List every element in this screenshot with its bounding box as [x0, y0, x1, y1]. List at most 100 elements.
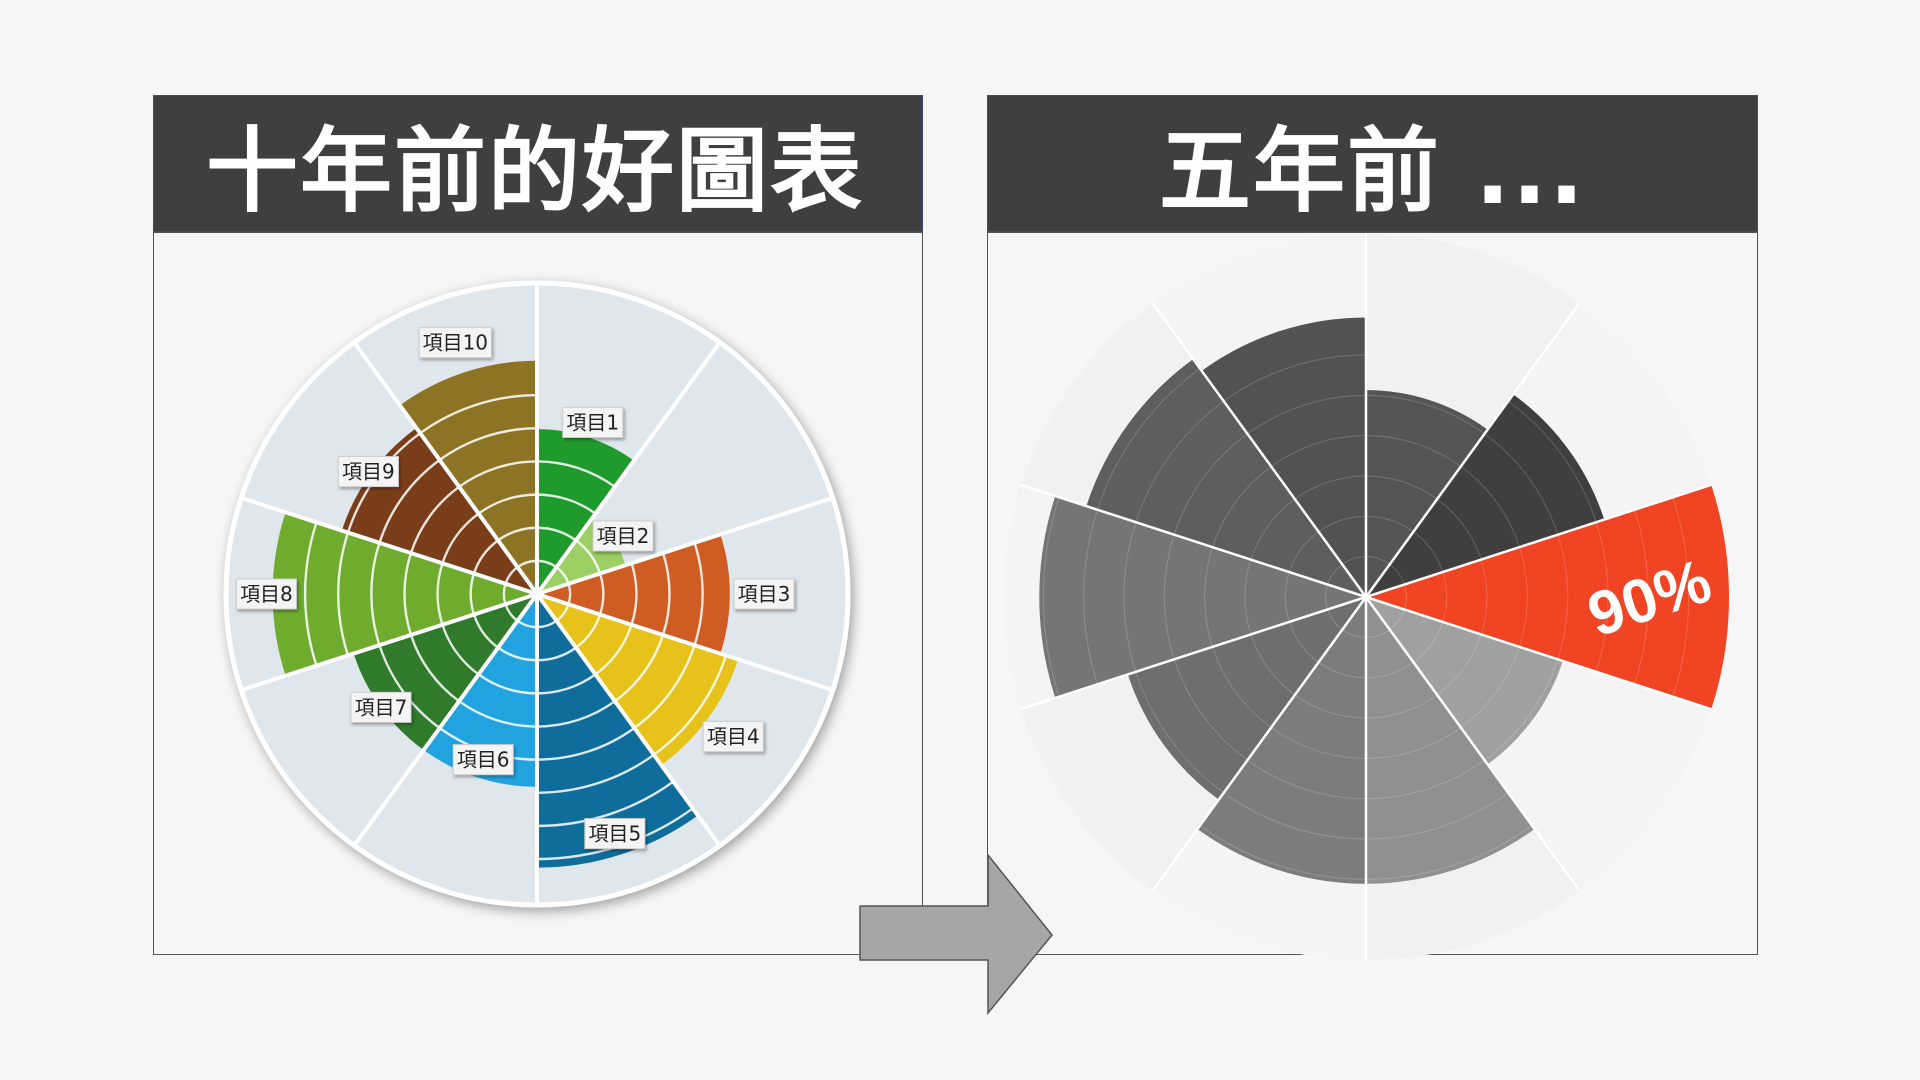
left-ring-line [536, 526, 577, 542]
left-ring-line [458, 460, 538, 488]
left-slice-3 [537, 534, 730, 654]
left-label-7: 項目7 [350, 691, 412, 723]
left-ring-line [536, 646, 577, 662]
svg-text:項目4: 項目4 [707, 725, 760, 749]
right-slice-10 [1201, 317, 1366, 597]
right-slice-6 [1197, 597, 1366, 884]
left-ring-line [409, 634, 460, 703]
left-divider-line [536, 592, 834, 693]
right-slice-2 [1366, 394, 1605, 597]
right-ring-line [1460, 466, 1520, 548]
left-divider-line [352, 592, 539, 847]
right-ring-line [1288, 621, 1319, 663]
left-label-6: 項目6 [452, 744, 514, 776]
left-ring-line [653, 655, 728, 756]
right-ring-line [1212, 646, 1272, 728]
right-ring-line [1365, 694, 1438, 719]
left-ring-line [497, 526, 538, 542]
right-ring-line [1288, 531, 1319, 573]
left-ring-line [477, 493, 538, 515]
right-ring-line [1042, 497, 1060, 697]
left-slice-1 [537, 429, 634, 594]
right-ring-line [1595, 522, 1609, 672]
left-ring-line [438, 427, 538, 461]
right-ring-line [1247, 759, 1367, 800]
left-divider-line [240, 592, 538, 693]
left-label-1: 項目1 [562, 406, 624, 438]
right-ring-line [1436, 634, 1482, 696]
left-divider-line [535, 592, 722, 847]
right-slice-1 [1366, 390, 1488, 597]
right-ring-line [1365, 475, 1438, 500]
left-ring-line [594, 624, 633, 676]
left-panel-title: 十年前的好圖表 [153, 95, 923, 232]
left-ring-line [458, 700, 538, 728]
right-ring-line [1365, 759, 1485, 800]
right-panel-title: 五年前 ... [987, 95, 1758, 232]
right-slice-7 [1127, 597, 1366, 800]
right-divider-line [1365, 595, 1712, 711]
left-ring-line [661, 552, 671, 636]
left-slice-6 [423, 594, 537, 787]
right-ring-line [1318, 661, 1367, 679]
right-center-dot [1363, 594, 1369, 600]
right-ring-line [1413, 621, 1444, 663]
right-slice-9 [1086, 359, 1366, 597]
left-slice-10 [399, 360, 537, 594]
left-ring-line [419, 394, 538, 435]
left-ring-line [472, 614, 499, 649]
right-ring-line [1223, 792, 1367, 840]
svg-text:項目5: 項目5 [588, 822, 641, 846]
right-ring-line [1365, 435, 1462, 467]
right-divider-line [1151, 596, 1368, 892]
left-ring-line [497, 646, 538, 662]
left-ring-line [441, 624, 480, 676]
left-label-4: 項目4 [702, 721, 764, 753]
right-ring-line [1672, 497, 1690, 697]
left-ring-line [441, 512, 480, 564]
left-ring-line [614, 634, 665, 703]
svg-text:項目10: 項目10 [423, 331, 488, 355]
right-divider-line [1020, 483, 1367, 599]
svg-text:項目6: 項目6 [457, 748, 510, 772]
left-ring-line [630, 562, 638, 626]
right-ring-line [1247, 394, 1367, 435]
right-ring-line [1173, 433, 1248, 535]
right-divider-line [1364, 596, 1581, 892]
right-ring-line [1223, 354, 1367, 402]
right-ring-line [1270, 435, 1367, 467]
right-ring-line [1135, 400, 1225, 523]
right-ring-line [1460, 646, 1520, 728]
right-polar-chart: 90% [1003, 234, 1729, 960]
left-ring-line [378, 459, 441, 544]
left-ring-line [469, 573, 476, 615]
right-ring-line [1507, 400, 1597, 523]
left-ring-line [536, 700, 616, 728]
right-ring-line [1480, 559, 1488, 635]
right-ring-line [1097, 368, 1201, 510]
right-ring-line [1123, 522, 1137, 672]
svg-text:項目9: 項目9 [342, 460, 395, 484]
right-slice-8 [1039, 496, 1366, 698]
left-slice-5 [537, 594, 698, 868]
left-ring-line [536, 753, 655, 794]
left-ring-line [536, 460, 616, 488]
right-ring-line [1163, 534, 1175, 660]
svg-text:項目7: 項目7 [355, 695, 408, 719]
right-divider-line [1020, 595, 1367, 711]
left-label-10: 項目10 [418, 327, 492, 359]
left-ring-line [598, 573, 605, 615]
svg-text:項目2: 項目2 [597, 524, 650, 548]
left-ring-line [303, 521, 318, 667]
right-ring-line [1436, 498, 1482, 560]
right-ring-line [1365, 825, 1533, 880]
right-divider-line [1151, 302, 1368, 598]
left-ring-line [477, 673, 538, 695]
left-ring-line [436, 562, 444, 626]
left-ring-line [633, 644, 696, 729]
right-ring-line [1365, 661, 1414, 679]
right-ring-line [1518, 546, 1528, 648]
left-divider-line [352, 341, 539, 596]
right-ring-line [1250, 498, 1296, 560]
